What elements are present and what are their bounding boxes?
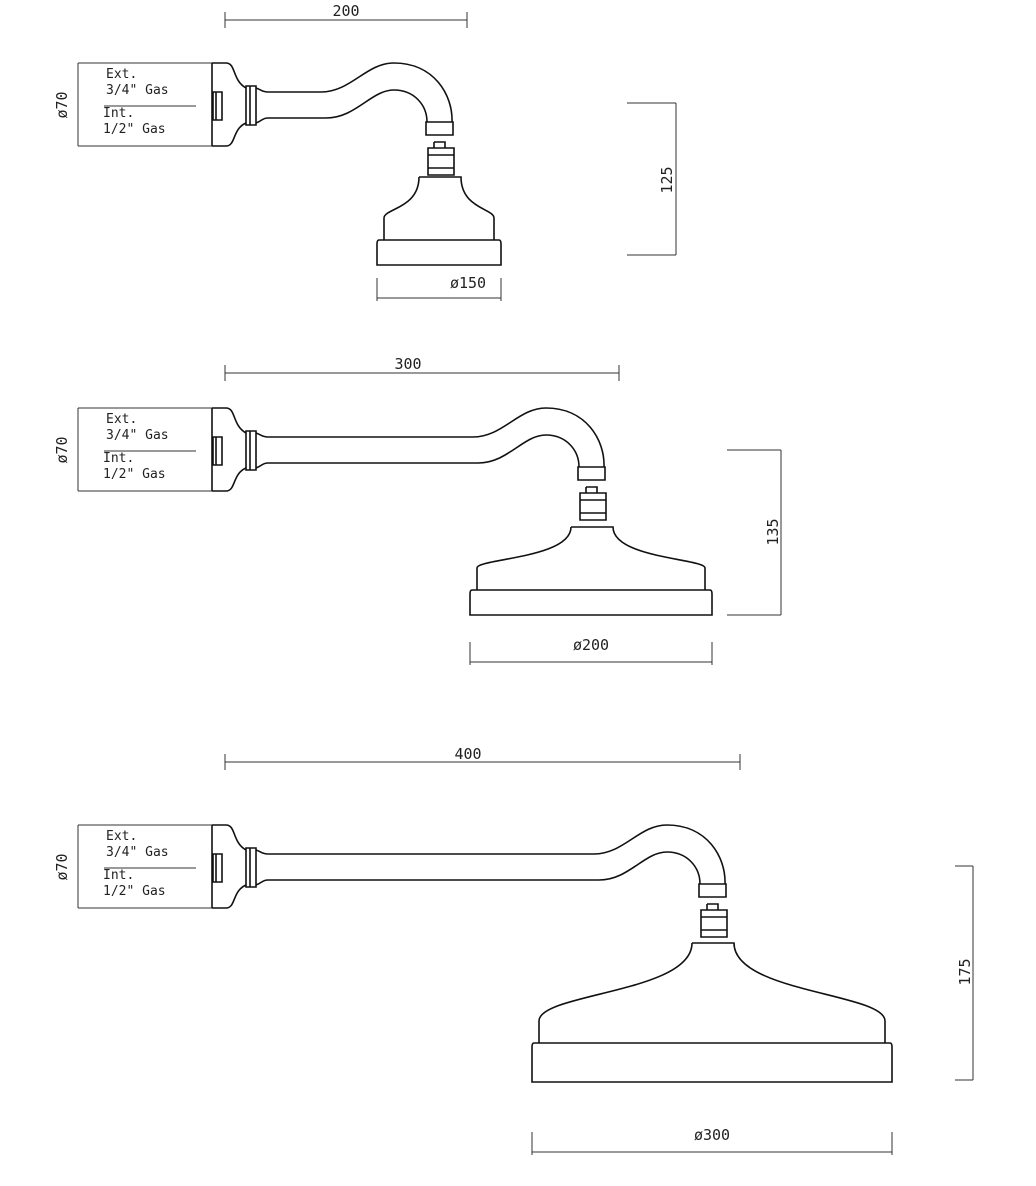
head-diameter-dimension [376, 278, 502, 301]
height-label: 125 [658, 166, 676, 193]
coupling [698, 883, 727, 898]
int-label: Int. [103, 106, 134, 121]
ext-label: Ext. [106, 829, 137, 844]
shower-head-dome [538, 942, 886, 1043]
assembly-400: 400 ø70 Ext. 3/4" Gas Int. 1/2" Gas 175 … [53, 745, 974, 1155]
head-diameter-label: ø150 [450, 274, 486, 292]
ext-label: Ext. [106, 67, 137, 82]
int-thread-label: 1/2" Gas [103, 467, 166, 482]
height-label: 135 [764, 518, 782, 545]
wall-plate [211, 407, 247, 492]
int-label: Int. [103, 451, 134, 466]
coupling [425, 121, 454, 136]
head-diameter-label: ø200 [573, 636, 609, 654]
head-diameter-dimension [531, 1132, 893, 1155]
connector [706, 903, 719, 910]
arm-outer-edge [255, 62, 453, 123]
int-thread-label: 1/2" Gas [103, 884, 166, 899]
height-label: 175 [956, 958, 974, 985]
arm-length-dimension [224, 12, 468, 28]
shower-head-rim [469, 589, 713, 616]
swivel-nut [427, 147, 455, 176]
int-thread-label: 1/2" Gas [103, 122, 166, 137]
assembly-300: 300 ø70 Ext. 3/4" Gas Int. 1/2" Gas 135 … [53, 355, 782, 665]
arm-outer-edge [255, 824, 726, 885]
head-diameter-label: ø300 [694, 1126, 730, 1144]
arm-inner-edge [255, 851, 701, 886]
thread-stub [212, 853, 223, 883]
shower-head-rim [531, 1042, 893, 1083]
coupling [577, 466, 606, 481]
flange-dimension-line [77, 824, 213, 909]
connector [585, 486, 598, 493]
thread-stub [212, 436, 223, 466]
swivel-nut [700, 909, 728, 938]
assembly-200: 200 ø70 Ext. 3/4" Gas Int. 1/2" Gas 125 … [53, 2, 677, 301]
ext-thread-label: 3/4" Gas [106, 83, 169, 98]
arm-length-label: 400 [454, 745, 481, 763]
flange-dimension-line [77, 62, 213, 147]
head-diameter-dimension [469, 642, 713, 665]
int-label: Int. [103, 868, 134, 883]
height-dimension [627, 102, 677, 256]
arm-outer-edge [255, 407, 605, 468]
swivel-nut [579, 492, 607, 521]
collar-ring [245, 85, 257, 126]
arm-length-label: 200 [332, 2, 359, 20]
flange-diameter-label: ø70 [53, 91, 71, 118]
height-dimension [727, 449, 782, 616]
wall-plate [211, 824, 247, 909]
arm-length-dimension [224, 365, 620, 381]
ext-thread-label: 3/4" Gas [106, 428, 169, 443]
shower-head-dome [383, 176, 495, 240]
arm-inner-edge [255, 434, 580, 469]
collar-ring [245, 847, 257, 888]
connector [433, 141, 446, 148]
arm-length-dimension [224, 754, 741, 770]
wall-plate [211, 62, 247, 147]
arm-length-label: 300 [394, 355, 421, 373]
arm-inner-edge [255, 89, 428, 124]
ext-thread-label: 3/4" Gas [106, 845, 169, 860]
flange-diameter-label: ø70 [53, 436, 71, 463]
flange-dimension-line [77, 407, 213, 492]
collar-ring [245, 430, 257, 471]
ext-label: Ext. [106, 412, 137, 427]
flange-diameter-label: ø70 [53, 853, 71, 880]
thread-stub [212, 91, 223, 121]
shower-head-dome [476, 526, 706, 590]
height-dimension [955, 865, 974, 1081]
shower-head-rim [376, 239, 502, 266]
